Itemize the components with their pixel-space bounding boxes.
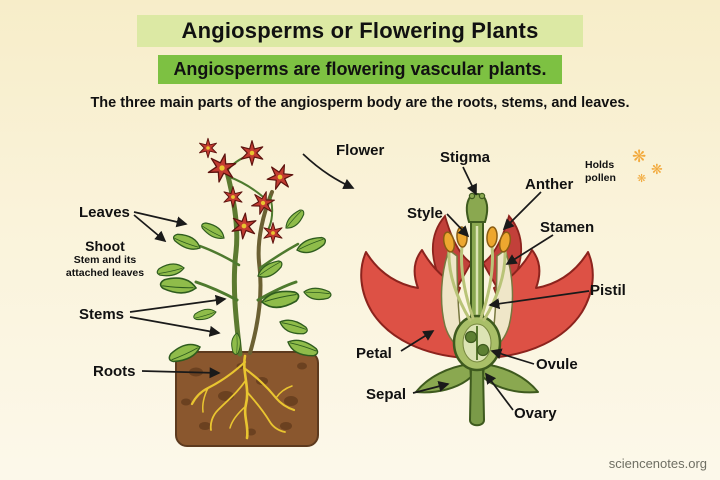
pollen-icon: ❋ bbox=[637, 173, 647, 185]
roots-label: Roots bbox=[93, 363, 136, 380]
anther-arrow bbox=[502, 191, 542, 231]
anther-label: Anther bbox=[525, 176, 574, 193]
ovule-label: Ovule bbox=[536, 356, 578, 373]
stamen-arrow bbox=[505, 234, 554, 265]
flower-stem bbox=[468, 367, 486, 427]
stamen-label: Stamen bbox=[540, 219, 595, 236]
style-arrow bbox=[446, 213, 470, 238]
leaves-label: Leaves bbox=[79, 204, 130, 221]
pollen-icon: ❋ bbox=[651, 161, 663, 177]
leaves-arrow-1 bbox=[133, 211, 188, 228]
sepal-left bbox=[415, 363, 472, 394]
description-text: The three main parts of the angiosperm b… bbox=[90, 95, 630, 111]
flower-cross-section-illustration bbox=[360, 192, 594, 427]
potted-plant-illustration bbox=[155, 137, 333, 447]
shoot-label-group: Shoot Stem and its attached leaves bbox=[53, 238, 157, 279]
pistil-arrow bbox=[488, 290, 590, 310]
stigma-label: Stigma bbox=[440, 149, 491, 166]
page-title: Angiosperms or Flowering Plants bbox=[137, 15, 583, 47]
subtitle-row: Angiosperms are flowering vascular plant… bbox=[0, 55, 720, 84]
ovule-dot bbox=[476, 343, 490, 357]
stamen-filaments bbox=[447, 244, 507, 322]
subtitle-banner: Angiosperms are flowering vascular plant… bbox=[158, 55, 562, 84]
petal-left bbox=[360, 249, 466, 359]
site-credit: sciencenotes.org bbox=[608, 456, 707, 471]
pollen-icon: ❋ bbox=[632, 147, 647, 166]
ovule-arrow bbox=[490, 348, 535, 365]
petal-arrow bbox=[400, 330, 435, 352]
stigma-tip bbox=[465, 193, 489, 223]
petal-right bbox=[488, 249, 594, 359]
description-row: The three main parts of the angiosperm b… bbox=[0, 95, 720, 111]
holds-pollen-note: Holds pollen bbox=[585, 159, 616, 184]
sepal-right bbox=[482, 363, 539, 394]
sepal-label: Sepal bbox=[366, 386, 407, 403]
flower-arrow bbox=[302, 153, 355, 190]
leaves-arrow-2 bbox=[133, 214, 167, 243]
pistil-label: Pistil bbox=[590, 282, 626, 299]
sepal-arrow bbox=[412, 380, 450, 394]
anthers bbox=[442, 226, 512, 253]
shoot-description: Stem and its attached leaves bbox=[65, 254, 145, 279]
style-label: Style bbox=[407, 205, 443, 222]
ovary-label: Ovary bbox=[514, 405, 557, 422]
stems-arrow-2 bbox=[129, 316, 221, 337]
stems-label: Stems bbox=[79, 306, 125, 323]
stigma-arrow bbox=[462, 166, 477, 196]
pointer-arrows bbox=[129, 153, 590, 411]
shoot-label: Shoot bbox=[85, 238, 125, 254]
petal-label: Petal bbox=[356, 345, 392, 362]
title-row: Angiosperms or Flowering Plants bbox=[0, 15, 720, 47]
roots-illustration bbox=[190, 354, 296, 440]
ovule-dot bbox=[464, 330, 478, 344]
stems-arrow-1 bbox=[129, 294, 227, 313]
ovary-arrow bbox=[485, 372, 514, 411]
flower-label: Flower bbox=[336, 142, 385, 159]
roots-arrow bbox=[141, 367, 221, 379]
